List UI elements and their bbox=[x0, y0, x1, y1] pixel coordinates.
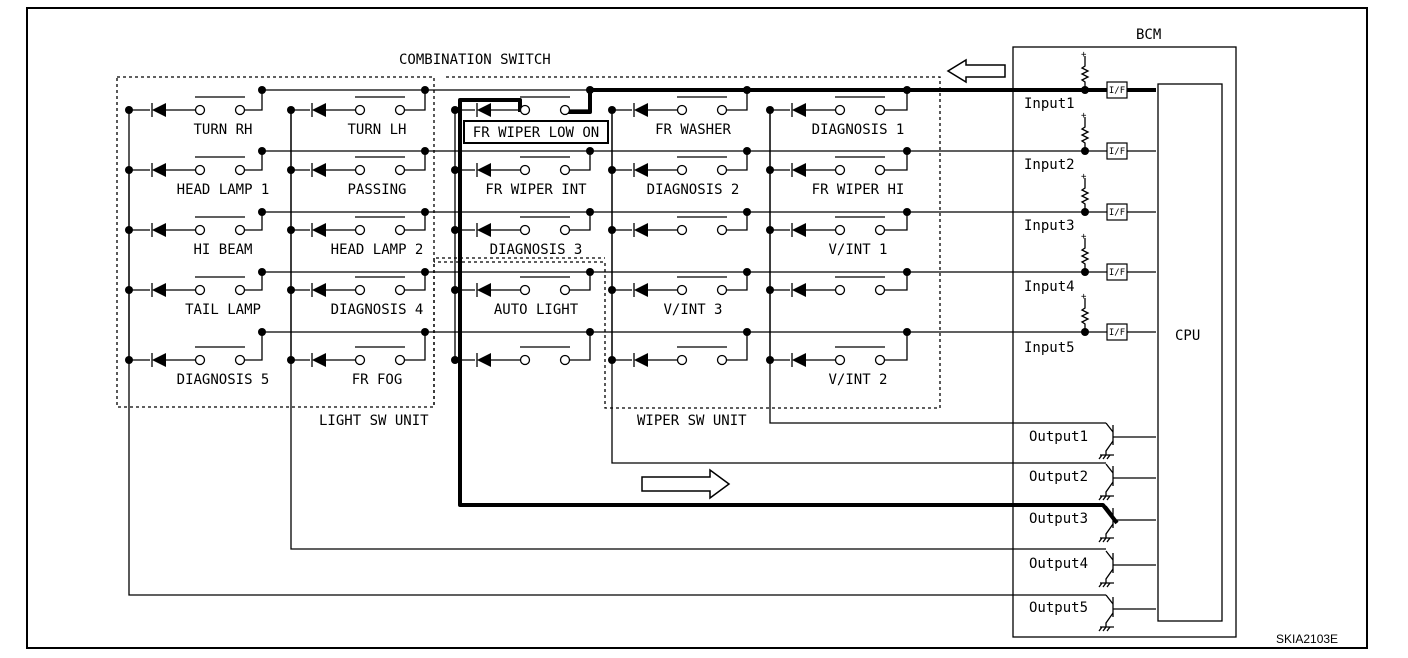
switch-3-3: V/INT 3 bbox=[608, 268, 751, 318]
switch-2-1: HEAD LAMP 2 bbox=[287, 208, 429, 258]
switch-0-0: TURN RH bbox=[125, 86, 266, 138]
output3-label: Output3 bbox=[1029, 511, 1088, 527]
diagram-frame bbox=[26, 7, 1368, 649]
switch-0-2: FR WIPER LOW ON bbox=[451, 86, 609, 144]
output-transistor-2 bbox=[1098, 463, 1156, 501]
bcm-box bbox=[1012, 46, 1237, 638]
output-transistor-5 bbox=[1098, 594, 1156, 632]
switch-label-1-4: FR WIPER HI bbox=[812, 182, 905, 198]
input-circuit-1: + I/F bbox=[1080, 50, 1128, 99]
switch-label-0-0: TURN RH bbox=[193, 122, 252, 138]
switch-0-1: TURN LH bbox=[287, 86, 429, 138]
switch-3-1: DIAGNOSIS 4 bbox=[287, 268, 429, 318]
output1-label: Output1 bbox=[1029, 429, 1088, 445]
combination-switch-label: COMBINATION SWITCH bbox=[399, 52, 551, 68]
switch-label-0-4: DIAGNOSIS 1 bbox=[812, 122, 905, 138]
flow-arrow-left bbox=[946, 58, 1006, 84]
output-transistor-1 bbox=[1098, 422, 1156, 460]
bcm-label: BCM bbox=[1136, 27, 1161, 43]
svg-text:+: + bbox=[1081, 172, 1087, 182]
switch-label-0-3: FR WASHER bbox=[655, 122, 731, 138]
switch-label-3-3: V/INT 3 bbox=[663, 302, 722, 318]
bcm-input-circuits: + I/F + I/F + I/F + I/F + I/F bbox=[1080, 50, 1128, 341]
figure-code: SKIA2103E bbox=[1276, 632, 1338, 646]
input-lines bbox=[908, 150, 1156, 333]
switch-label-4-4: V/INT 2 bbox=[828, 372, 887, 388]
switch-3-2: AUTO LIGHT bbox=[451, 268, 594, 318]
switch-4-4: V/INT 2 bbox=[766, 328, 911, 388]
output-transistor-3 bbox=[1098, 505, 1156, 543]
switch-label-1-1: PASSING bbox=[347, 182, 406, 198]
switch-label-1-2: FR WIPER INT bbox=[485, 182, 587, 198]
switch-1-2: FR WIPER INT bbox=[451, 147, 594, 198]
switch-label-4-0: DIAGNOSIS 5 bbox=[177, 372, 270, 388]
switch-2-2: DIAGNOSIS 3 bbox=[451, 208, 594, 258]
svg-text:+: + bbox=[1081, 111, 1087, 121]
switch-label-1-0: HEAD LAMP 1 bbox=[177, 182, 270, 198]
switch-3-4 bbox=[766, 268, 911, 297]
switch-1-0: HEAD LAMP 1 bbox=[125, 147, 269, 198]
switch-1-3: DIAGNOSIS 2 bbox=[608, 147, 751, 198]
output-transistor-4 bbox=[1098, 550, 1156, 588]
svg-text:I/F: I/F bbox=[1109, 328, 1125, 338]
switch-label-0-2: FR WIPER LOW ON bbox=[473, 125, 599, 141]
switch-0-3: FR WASHER bbox=[608, 86, 751, 138]
input4-label: Input4 bbox=[1024, 279, 1075, 295]
switch-label-4-1: FR FOG bbox=[352, 372, 403, 388]
light-sw-unit-outline bbox=[116, 76, 435, 408]
svg-text:I/F: I/F bbox=[1109, 208, 1125, 218]
output2-label: Output2 bbox=[1029, 469, 1088, 485]
svg-text:+: + bbox=[1081, 50, 1087, 60]
switch-3-0: TAIL LAMP bbox=[125, 268, 266, 318]
switch-0-4: DIAGNOSIS 1 bbox=[766, 86, 911, 138]
switch-4-2 bbox=[451, 328, 594, 367]
input1-label: Input1 bbox=[1024, 96, 1075, 112]
output5-label: Output5 bbox=[1029, 600, 1088, 616]
input-circuit-2: + I/F bbox=[1080, 111, 1128, 160]
switch-label-2-4: V/INT 1 bbox=[828, 242, 887, 258]
svg-text:I/F: I/F bbox=[1109, 147, 1125, 157]
switch-label-2-1: HEAD LAMP 2 bbox=[331, 242, 424, 258]
output-lines bbox=[128, 110, 1106, 596]
input2-label: Input2 bbox=[1024, 157, 1075, 173]
switch-2-4: V/INT 1 bbox=[766, 208, 911, 258]
switch-label-2-2: DIAGNOSIS 3 bbox=[490, 242, 583, 258]
input-circuit-5: + I/F bbox=[1080, 292, 1128, 341]
cpu-label: CPU bbox=[1175, 328, 1200, 344]
switch-4-0: DIAGNOSIS 5 bbox=[125, 328, 269, 388]
input3-label: Input3 bbox=[1024, 218, 1075, 234]
switch-4-3 bbox=[608, 328, 751, 367]
svg-text:I/F: I/F bbox=[1109, 268, 1125, 278]
switch-label-3-1: DIAGNOSIS 4 bbox=[331, 302, 424, 318]
svg-text:+: + bbox=[1081, 292, 1087, 302]
switch-label-3-0: TAIL LAMP bbox=[185, 302, 261, 318]
switch-4-1: FR FOG bbox=[287, 328, 429, 388]
bcm-output-transistors bbox=[1098, 422, 1156, 632]
switch-1-1: PASSING bbox=[287, 147, 429, 198]
wiper-sw-unit-label: WIPER SW UNIT bbox=[637, 413, 747, 429]
flow-arrow-right bbox=[641, 468, 731, 500]
output4-label: Output4 bbox=[1029, 556, 1088, 572]
input5-label: Input5 bbox=[1024, 340, 1075, 356]
switch-label-1-3: DIAGNOSIS 2 bbox=[647, 182, 740, 198]
combination-switch-outline bbox=[434, 76, 941, 409]
light-sw-unit-label: LIGHT SW UNIT bbox=[319, 413, 429, 429]
input-circuit-3: + I/F bbox=[1080, 172, 1128, 221]
input-circuit-4: + I/F bbox=[1080, 232, 1128, 281]
switch-label-2-0: HI BEAM bbox=[193, 242, 252, 258]
active-switch-box bbox=[463, 120, 609, 144]
switch-grid: TURN RH TURN LH FR WIPER LOW ON FR WASHER DI… bbox=[125, 86, 911, 388]
svg-text:+: + bbox=[1081, 232, 1087, 242]
switch-2-0: HI BEAM bbox=[125, 208, 266, 258]
svg-text:I/F: I/F bbox=[1109, 86, 1125, 96]
switch-label-0-1: TURN LH bbox=[347, 122, 406, 138]
switch-label-3-2: AUTO LIGHT bbox=[494, 302, 579, 318]
cpu-box bbox=[1157, 83, 1223, 622]
switch-1-4: FR WIPER HI bbox=[766, 147, 911, 198]
